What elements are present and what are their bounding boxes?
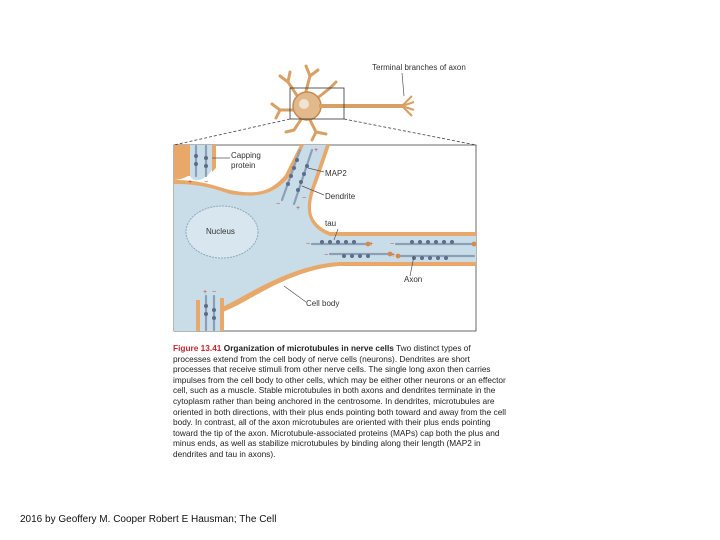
terminal-branches-label: Terminal branches of axon (372, 63, 466, 72)
svg-text:−: − (204, 179, 208, 186)
svg-text:−: − (276, 201, 280, 208)
nucleus-label: Nucleus (206, 227, 235, 236)
svg-text:−: − (302, 195, 306, 202)
dendrite-label: Dendrite (325, 192, 356, 201)
svg-text:−: − (306, 241, 310, 248)
detail-panel: −+ −+ −+ +−+ − (173, 144, 477, 332)
zoom-line-right (343, 118, 477, 146)
figure-title: Organization of microtubules in nerve ce… (223, 343, 394, 353)
tau-proteins (320, 240, 454, 260)
map2-label: MAP2 (325, 169, 347, 178)
svg-text:+: + (296, 205, 300, 212)
svg-text:−: − (390, 241, 394, 248)
figure-number: Figure 13.41 (173, 343, 222, 353)
axon-label: Axon (404, 275, 422, 284)
svg-text:+: + (369, 241, 373, 248)
figure-caption: Figure 13.41 Organization of microtubule… (173, 343, 508, 460)
capping-protein-label-2: protein (231, 161, 255, 170)
svg-text:+: + (391, 252, 395, 259)
neuron-overview: Terminal branches of axon (270, 63, 466, 142)
svg-text:−: − (324, 252, 328, 259)
svg-text:+: + (203, 289, 207, 296)
nucleus (185, 205, 259, 259)
svg-text:+: + (188, 179, 192, 186)
cell-body-label: Cell body (306, 299, 339, 308)
cytoplasm (174, 145, 476, 331)
figure-caption-text: Two distinct types of processes extend f… (173, 343, 506, 459)
svg-text:−: − (212, 289, 216, 296)
footer-credit: 2016 by Geoffery M. Cooper Robert E Haus… (20, 514, 277, 525)
svg-text:+: + (314, 147, 318, 154)
tau-label: tau (325, 219, 336, 228)
zoom-line-left (173, 118, 291, 146)
map2-proteins (286, 158, 309, 192)
capping-protein-label-1: Capping (231, 151, 261, 160)
zoom-box (289, 87, 345, 120)
